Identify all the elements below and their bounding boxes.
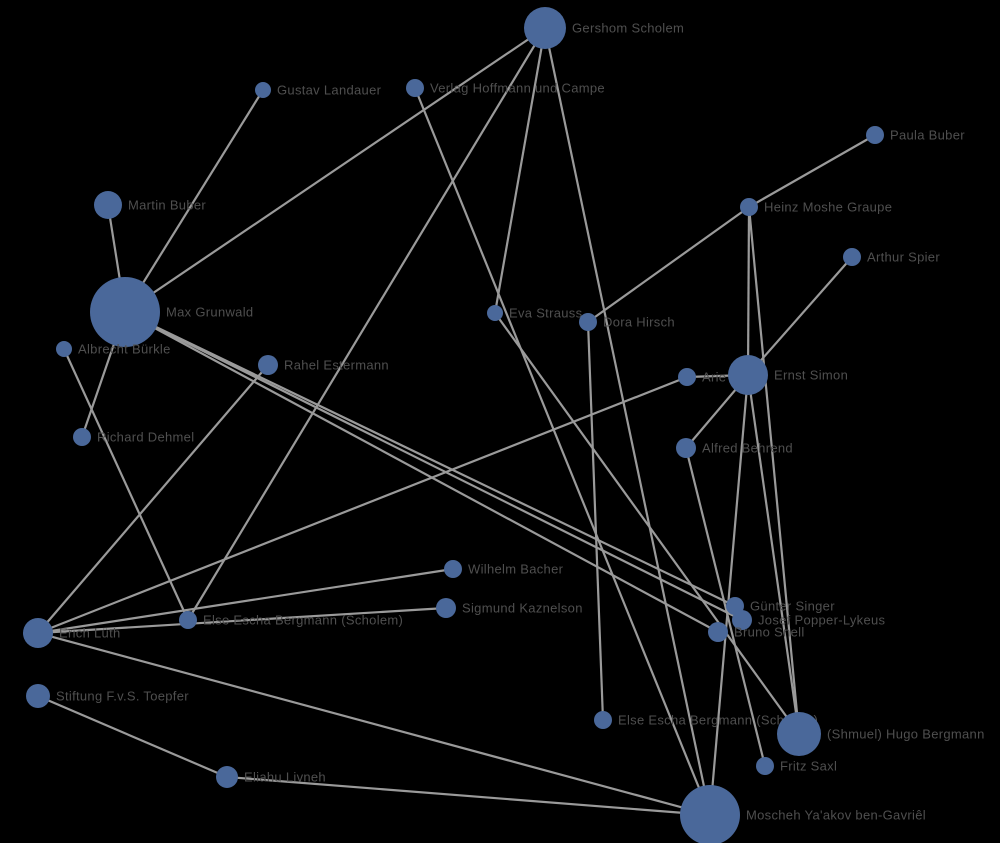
edge-max-grunwald--josef-popper-lykeus [124,311,743,621]
edge-max-grunwald--bruno-snell [124,311,719,633]
edge-dora-hirsch--else-escha-bergmann-2 [586,321,605,721]
label-moscheh-ben-gavriel: Moscheh Ya'akov ben-Gavriêl [746,808,926,823]
label-else-escha-bergmann-1: Else Escha Bergmann (Scholem) [203,613,403,628]
edge-gershom-scholem--else-escha-bergmann-1 [187,27,546,621]
label-max-grunwald: Max Grunwald [166,305,253,320]
label-albrecht-buerkle: Albrecht Bürkle [78,342,171,357]
label-guenter-singer: Günter Singer [750,599,835,614]
edge-erich-lueth--rahel-estermann [37,364,269,634]
node-hugo-bergmann[interactable] [777,712,821,756]
edge-stiftung-fvs-toepfer--eliahu-livneh [37,694,228,779]
label-wilhelm-bacher: Wilhelm Bacher [468,562,564,577]
edge-gershom-scholem--eva-strauss [493,27,547,314]
edge-heinz-moshe-graupe--hugo-bergmann [747,206,801,735]
edge-arthur-spier--ernst-simon [747,256,853,376]
label-else-escha-bergmann-2: Else Escha Bergmann (Scholem) [618,713,818,728]
label-richard-dehmel: Richard Dehmel [97,430,194,445]
edge-ernst-simon--hugo-bergmann [746,374,801,735]
node-martin-buber[interactable] [94,191,122,219]
edge-eliahu-livneh--moscheh-ben-gavriel [226,775,711,817]
node-dora-hirsch[interactable] [579,313,597,331]
node-bruno-snell[interactable] [708,622,728,642]
node-fritz-saxl[interactable] [756,757,774,775]
label-fritz-saxl: Fritz Saxl [780,759,837,774]
node-wilhelm-bacher[interactable] [444,560,462,578]
label-josef-popper-lykeus: Josef Popper-Lykeus [758,613,886,628]
node-arthur-spier[interactable] [843,248,861,266]
edge-ernst-simon--moscheh-ben-gavriel [708,374,750,816]
edge-gershom-scholem--moscheh-ben-gavriel [543,27,712,816]
label-stiftung-fvs-toepfer: Stiftung F.v.S. Toepfer [56,689,189,704]
edge-verlag-hoffmann-und-campe--moscheh-ben-gavriel [413,87,712,816]
label-paula-buber: Paula Buber [890,128,965,143]
node-gershom-scholem[interactable] [524,7,566,49]
edge-erich-lueth--wilhelm-bacher [37,567,454,635]
node-arie-goral[interactable] [678,368,696,386]
label-arthur-spier: Arthur Spier [867,250,940,265]
label-dora-hirsch: Dora Hirsch [603,315,675,330]
node-else-escha-bergmann-2[interactable] [594,711,612,729]
node-heinz-moshe-graupe[interactable] [740,198,758,216]
node-eva-strauss[interactable] [487,305,503,321]
node-gustav-landauer[interactable] [255,82,271,98]
node-max-grunwald[interactable] [90,277,160,347]
node-eliahu-livneh[interactable] [216,766,238,788]
node-josef-popper-lykeus[interactable] [732,610,752,630]
edge-paula-buber--heinz-moshe-graupe [748,134,876,208]
edge-gershom-scholem--max-grunwald [124,27,546,313]
node-moscheh-ben-gavriel[interactable] [680,785,740,843]
label-martin-buber: Martin Buber [128,198,206,213]
label-bruno-snell: Bruno Snell [734,625,805,640]
edge-eva-strauss--hugo-bergmann [494,312,800,735]
label-alfred-behrend: Alfred Behrend [702,441,793,456]
node-verlag-hoffmann-und-campe[interactable] [406,79,424,97]
label-sigmund-kaznelson: Sigmund Kaznelson [462,601,583,616]
node-rahel-estermann[interactable] [258,355,278,375]
edge-erich-lueth--sigmund-kaznelson [37,606,447,635]
label-eliahu-livneh: Eliahu Livneh [244,770,326,785]
label-erich-lueth: Erich Lüth [59,626,121,641]
node-sigmund-kaznelson[interactable] [436,598,456,618]
edge-albrecht-buerkle--else-escha-bergmann-1 [62,348,190,621]
label-heinz-moshe-graupe: Heinz Moshe Graupe [764,200,892,215]
node-paula-buber[interactable] [866,126,884,144]
edge-heinz-moshe-graupe--ernst-simon [746,206,751,376]
edge-max-grunwald--guenter-singer [124,311,736,607]
node-erich-lueth[interactable] [23,618,53,648]
node-stiftung-fvs-toepfer[interactable] [26,684,50,708]
edge-heinz-moshe-graupe--dora-hirsch [587,206,750,323]
edge-alfred-behrend--fritz-saxl [684,447,767,767]
label-rahel-estermann: Rahel Estermann [284,358,389,373]
label-hugo-bergmann: (Shmuel) Hugo Bergmann [827,727,985,742]
node-richard-dehmel[interactable] [73,428,91,446]
label-gershom-scholem: Gershom Scholem [572,21,684,36]
label-verlag-hoffmann-und-campe: Verlag Hoffmann und Campe [430,81,605,96]
node-albrecht-buerkle[interactable] [56,341,72,357]
node-else-escha-bergmann-1[interactable] [179,611,197,629]
label-ernst-simon: Ernst Simon [774,368,848,383]
node-ernst-simon[interactable] [728,355,768,395]
label-gustav-landauer: Gustav Landauer [277,83,382,98]
edge-erich-lueth--moscheh-ben-gavriel [37,631,711,817]
label-eva-strauss: Eva Strauss [509,306,583,321]
node-alfred-behrend[interactable] [676,438,696,458]
edge-arie-goral--erich-lueth [37,375,688,635]
edge-gustav-landauer--max-grunwald [124,89,264,313]
